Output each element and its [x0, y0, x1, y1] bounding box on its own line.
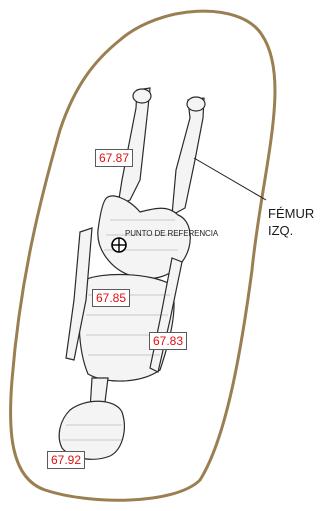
reference-point-label: PUNTO DE REFERENCIA [125, 229, 218, 238]
elevation-label: 67.92 [47, 451, 85, 469]
elevation-label: 67.83 [149, 332, 187, 350]
left-leg-bones [118, 88, 150, 205]
elevation-label: 67.85 [92, 289, 130, 307]
skeleton-sketch [59, 88, 205, 459]
femur-label-line2: IZQ. [268, 222, 293, 239]
femur-leader-line [194, 158, 266, 200]
knee-right [187, 97, 205, 111]
knee-left [133, 89, 151, 103]
femur-label-line1: FÉMUR [268, 205, 314, 222]
crosshair-circle-icon [112, 238, 126, 252]
femur-left-bone [172, 98, 204, 215]
elevation-label: 67.87 [95, 149, 133, 167]
